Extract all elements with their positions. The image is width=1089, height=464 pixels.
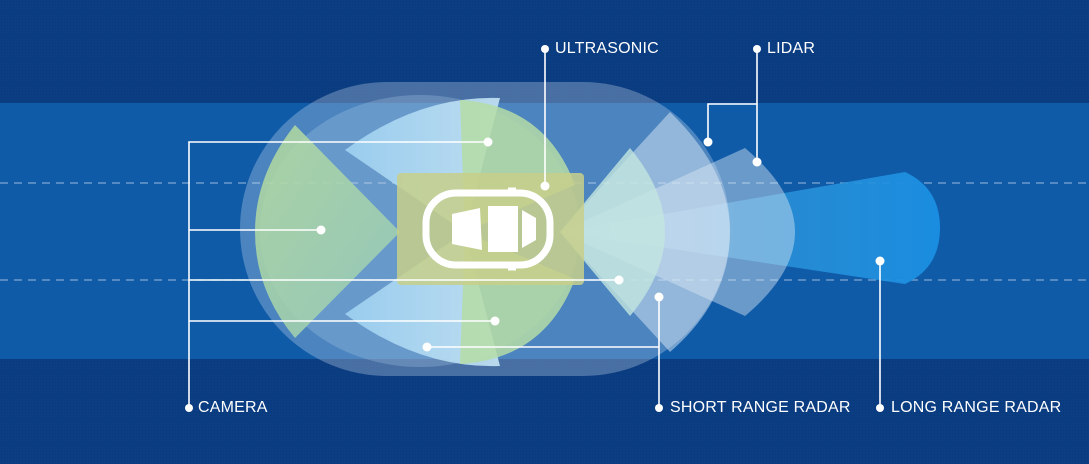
short-range-radar-marker-icon [654, 292, 664, 302]
camera-marker-icon [490, 316, 500, 326]
long-range-radar-zone [560, 172, 940, 284]
lidar-marker-icon [703, 137, 713, 147]
car-top-view-icon [422, 187, 554, 271]
camera-marker-icon [483, 137, 493, 147]
short-range-radar-marker-icon [655, 404, 663, 412]
camera-marker-icon [185, 404, 193, 412]
lidar-label: LIDAR [767, 40, 816, 57]
ultrasonic-label: ULTRASONIC [555, 40, 659, 57]
lidar-marker-icon [753, 45, 761, 53]
camera-marker-icon [614, 275, 624, 285]
long-range-radar-label: LONG RANGE RADAR [891, 399, 1062, 416]
callout-markers [185, 45, 885, 412]
camera-label: CAMERA [198, 399, 268, 416]
long-range-radar-marker-icon [876, 404, 884, 412]
lidar-marker-icon [752, 157, 762, 167]
camera-front-fov [560, 148, 665, 316]
short-range-radar-label: SHORT RANGE RADAR [670, 399, 851, 416]
callout-lines [188, 49, 881, 408]
long-range-radar-marker-icon [875, 256, 885, 266]
camera-rear-fov [255, 125, 400, 338]
camera-marker-icon [316, 225, 326, 235]
short-range-radar-marker-icon [422, 342, 432, 352]
ultrasonic-marker-icon [541, 45, 549, 53]
ultrasonic-marker-icon [540, 181, 550, 191]
